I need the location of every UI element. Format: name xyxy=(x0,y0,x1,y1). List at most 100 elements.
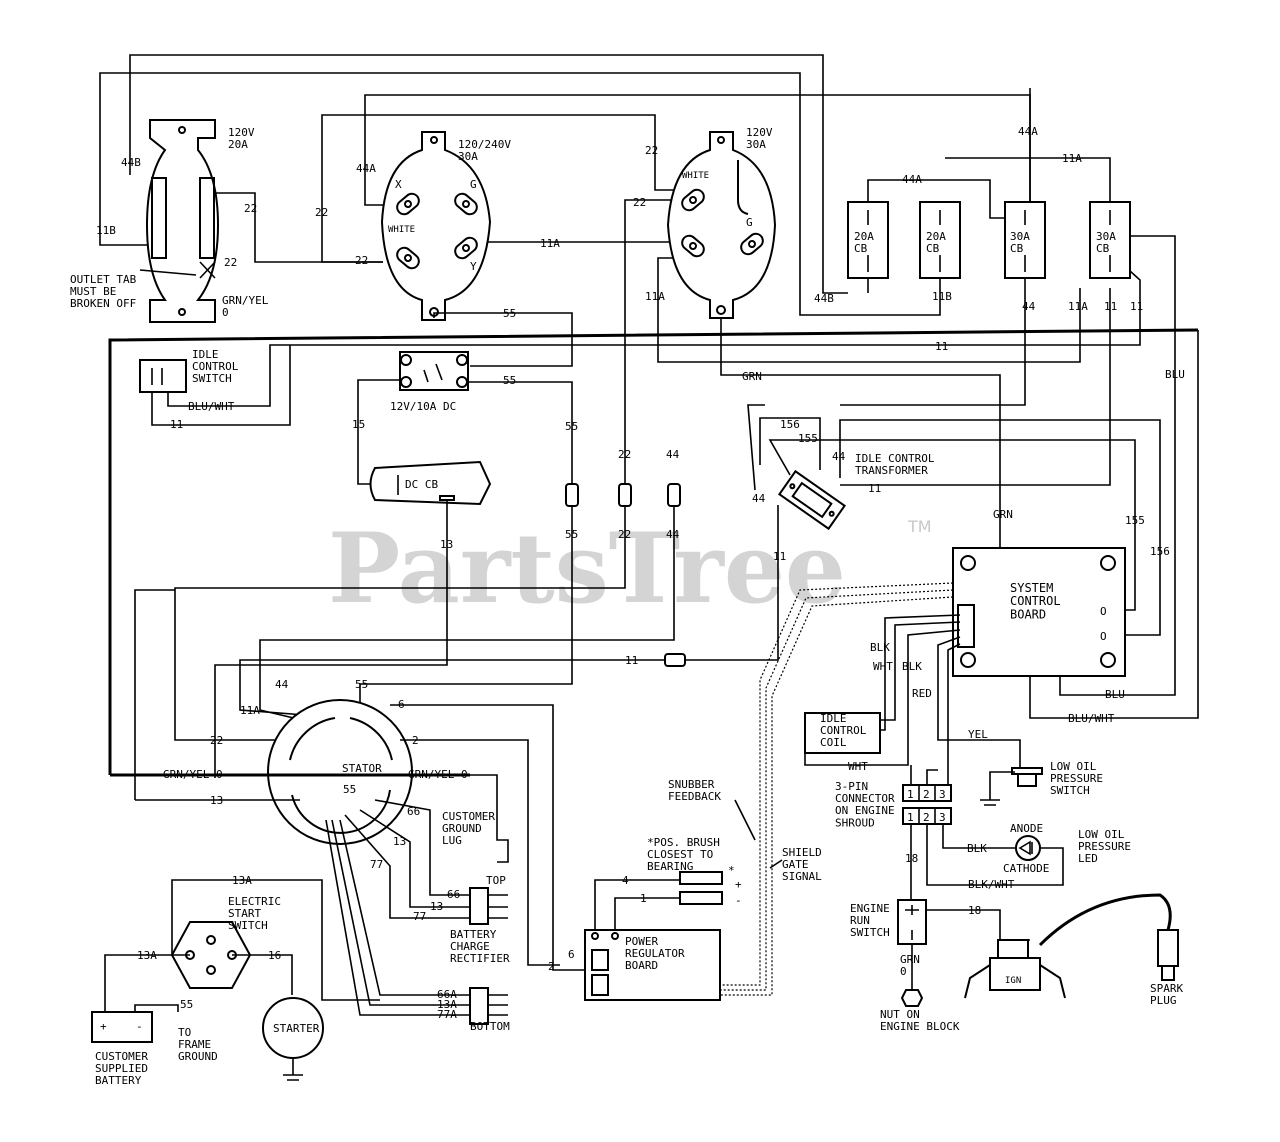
wl-22-b: 22 xyxy=(224,256,237,269)
wl-44-cb: 44 xyxy=(1022,300,1036,313)
terminal-g1: G xyxy=(470,178,477,191)
dc-cb: DC CB xyxy=(369,460,492,506)
wl-18-b: 18 xyxy=(968,904,981,917)
pin-3-top: 3 xyxy=(939,788,946,801)
wl-55-a: 55 xyxy=(503,307,516,320)
pin-2-bot: 2 xyxy=(923,811,930,824)
wl-66: 66 xyxy=(407,805,420,818)
stator: STATOR xyxy=(267,699,413,845)
wl-11a-d: 11A xyxy=(1068,300,1088,313)
brush-star: * xyxy=(728,864,735,877)
wl-13a-left: 13A xyxy=(137,949,157,962)
wl-13-stator: 13 xyxy=(210,794,223,807)
pin-3-bot: 3 xyxy=(939,811,946,824)
wl-1: 1 xyxy=(640,892,647,905)
starter-label: STARTER xyxy=(273,1022,320,1035)
wl-22-stator: 22 xyxy=(210,734,223,747)
wl-22-d: 22 xyxy=(355,254,368,267)
dc-cb-label: DC CB xyxy=(405,478,438,491)
wl-22-f: 22 xyxy=(633,196,646,209)
scb-terminal-156: O xyxy=(1100,630,1107,643)
ign-label: IGN xyxy=(1005,976,1021,986)
wl-blk-wht: BLK/WHT xyxy=(968,878,1015,891)
cathode-label: CATHODE xyxy=(1003,862,1049,875)
wl-13a-r: 13A xyxy=(437,998,457,1011)
starter: STARTER xyxy=(262,997,324,1059)
wl-155-a: 155 xyxy=(798,432,818,445)
rectifier-bottom-label: BOTTOM xyxy=(470,1020,510,1033)
terminal-y: Y xyxy=(470,260,477,273)
wl-13-b: 13 xyxy=(393,835,406,848)
wl-11b-cb: 11B xyxy=(932,290,952,303)
wl-13-r: 13 xyxy=(430,900,443,913)
wl-55-f: 55 xyxy=(343,783,356,796)
brush-minus: - xyxy=(735,894,742,907)
wl-77a: 77A xyxy=(437,1008,457,1021)
wl-22-c: 22 xyxy=(315,206,328,219)
wl-11b-left: 11B xyxy=(96,224,116,237)
wl-blu-wht-b: BLU/WHT xyxy=(1068,712,1115,725)
wl-55-stator: 55 xyxy=(355,678,368,691)
wl-13a-top: 13A xyxy=(232,874,252,887)
wl-2-prb: 2 xyxy=(548,960,555,973)
wl-11-t: 11 xyxy=(868,482,881,495)
wl-155-b: 155 xyxy=(1125,514,1145,527)
terminal-x: X xyxy=(395,178,402,191)
wl-4: 4 xyxy=(622,874,629,887)
wl-44a-b: 44A xyxy=(1018,125,1038,138)
wl-grn-a: GRN xyxy=(742,370,762,383)
wl-11-a2: 11A xyxy=(240,704,260,717)
wl-44a-a: 44A xyxy=(356,162,376,175)
wl-blk-c: BLK xyxy=(967,842,987,855)
wl-44a-c: 44A xyxy=(902,173,922,186)
anode-label: ANODE xyxy=(1010,822,1043,835)
wl-red: RED xyxy=(912,687,932,700)
wl-11-idle: 11 xyxy=(170,418,183,431)
wl-66-r: 66 xyxy=(447,888,460,901)
terminal-white2: WHITE xyxy=(682,171,709,181)
wl-grn-b: GRN xyxy=(993,508,1013,521)
wl-grn-yel-right: GRN/YEL 0 xyxy=(408,768,468,781)
wl-55-d: 55 xyxy=(565,528,578,541)
stator-label: STATOR xyxy=(342,762,382,775)
wl-2-stator: 2 xyxy=(412,734,419,747)
wl-44b-cb: 44B xyxy=(814,292,834,305)
wl-blu-wht-a: BLU/WHT xyxy=(188,400,235,413)
watermark: PartsTree xyxy=(328,512,846,625)
wl-blk-b: BLK xyxy=(902,660,922,673)
watermark-tm: TM xyxy=(907,517,932,536)
wl-66a: 66A xyxy=(437,988,457,1001)
pin-1-bot: 1 xyxy=(907,811,914,824)
battery-minus: - xyxy=(136,1020,143,1033)
rectifier-top-label: TOP xyxy=(486,874,506,887)
wl-yel: YEL xyxy=(968,728,988,741)
wl-44-conn2: 44 xyxy=(666,528,680,541)
